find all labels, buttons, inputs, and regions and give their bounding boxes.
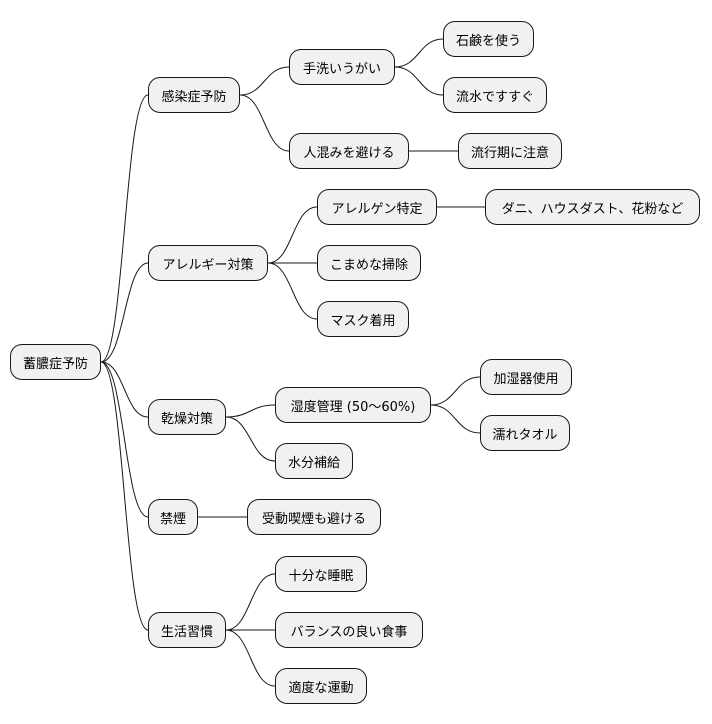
node-frequent-cleaning: こまめな掃除 [317,245,421,281]
node-avoid-secondhand: 受動喫煙も避ける [247,499,381,535]
node-wet-towel: 濡れタオル [480,415,570,451]
node-allergy-measures: アレルギー対策 [148,245,268,281]
edge-node-wet-towel [430,404,481,434]
node-use-soap: 石鹸を使う [443,21,534,57]
node-balanced-diet: バランスの良い食事 [275,612,423,648]
node-hydration: 水分補給 [275,443,353,479]
node-no-smoking: 禁煙 [148,499,198,535]
node-root: 蓄膿症予防 [10,344,101,380]
node-enough-sleep: 十分な睡眠 [275,556,367,592]
node-epidemic-caution: 流行期に注意 [458,133,562,169]
edge-node-rinse-water [394,66,444,96]
edge-node-moderate-exercise [225,629,276,687]
edge-node-wear-mask [267,262,318,320]
node-lifestyle: 生活習慣 [148,612,226,648]
node-infection-prevention: 感染症予防 [148,77,240,113]
edge-node-hydration [225,416,276,462]
edge-node-enough-sleep [225,573,276,631]
node-moderate-exercise: 適度な運動 [275,668,367,704]
node-dryness-measures: 乾燥対策 [148,399,226,435]
node-humidifier: 加湿器使用 [480,359,572,395]
edge-node-dryness-measures [100,361,149,418]
edge-node-infection-prevention [100,94,149,363]
edge-node-humidifier [430,376,481,406]
node-handwash-gargle: 手洗いうがい [289,49,395,85]
edge-node-allergen-identify [267,206,318,264]
node-rinse-water: 流水ですすぐ [443,77,547,113]
node-allergen-identify: アレルゲン特定 [317,189,437,225]
node-humidity-control: 湿度管理 (50〜60%) [275,387,431,423]
node-allergen-examples: ダニ、ハウスダスト、花粉など [485,189,700,225]
edge-node-use-soap [394,38,444,68]
node-wear-mask: マスク着用 [317,301,409,337]
edge-node-avoid-crowds [239,94,290,152]
edge-node-handwash-gargle [239,66,290,96]
node-avoid-crowds: 人混みを避ける [289,133,409,169]
edge-node-lifestyle [100,361,149,631]
edge-node-no-smoking [100,361,149,518]
edge-node-humidity-control [225,404,276,418]
edge-node-allergy-measures [100,262,149,363]
